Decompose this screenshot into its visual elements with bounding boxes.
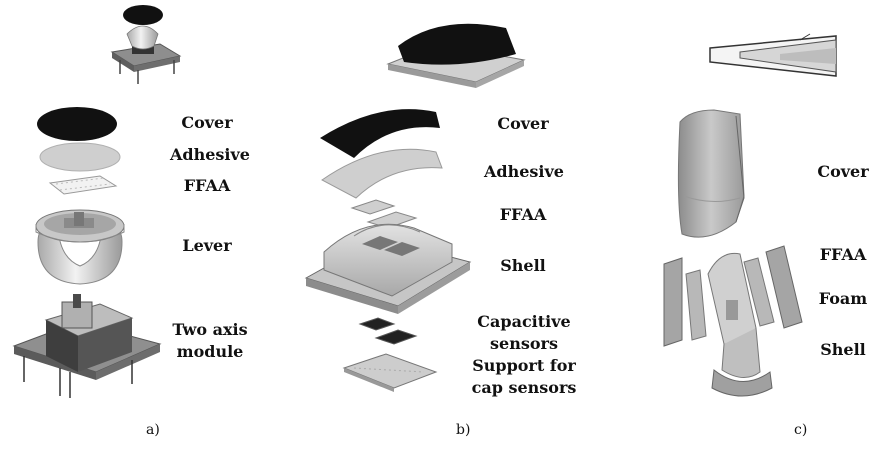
panel-b-label-cap-sensors: cap sensors xyxy=(471,378,577,397)
two-axis-module-part-a xyxy=(12,294,162,398)
panel-b-label-capacitive: Capacitive xyxy=(477,312,571,331)
adhesive-part-a xyxy=(39,142,121,172)
ffaa-part-a xyxy=(48,175,118,195)
shell-part-c xyxy=(707,252,773,397)
adhesive-part-b xyxy=(321,148,443,199)
capacitive-sensors-part-b xyxy=(358,317,418,345)
panel-b-drawing xyxy=(304,23,526,392)
panel-a-caption: a) xyxy=(146,422,160,438)
panel-b-label-adhesive: Adhesive xyxy=(484,162,564,181)
panel-b-label-ffaa: FFAA xyxy=(499,205,547,224)
panel-a-label-adhesive: Adhesive xyxy=(170,145,250,164)
foam-part-c xyxy=(685,257,775,341)
panel-c-label-foam: Foam xyxy=(818,289,868,308)
panel-a-label-lever: Lever xyxy=(182,236,232,255)
panel-c-label-shell: Shell xyxy=(820,340,866,359)
cross-section-view xyxy=(709,33,837,77)
panel-b-caption: b) xyxy=(456,422,471,438)
panel-a-label-ffaa: FFAA xyxy=(183,176,231,195)
cover-part-a xyxy=(37,107,117,141)
cover-part-c xyxy=(677,109,745,238)
panel-c-caption: c) xyxy=(794,422,808,438)
panel-c-label-ffaa: FFAA xyxy=(819,245,867,264)
panel-b-label-cover: Cover xyxy=(497,114,549,133)
shell-part-b xyxy=(304,223,472,314)
ffaa-part-c xyxy=(663,245,803,347)
support-part-b xyxy=(342,353,438,392)
panel-a-label-cover: Cover xyxy=(181,113,233,132)
panel-c-drawing xyxy=(663,33,837,397)
panel-b-label-sensors: sensors xyxy=(490,334,558,353)
cover-part-b xyxy=(320,109,440,158)
assembled-joystick-icon xyxy=(110,5,182,84)
lever-part-a xyxy=(35,209,125,285)
panel-b-label-shell: Shell xyxy=(500,256,546,275)
ffaa-part-b xyxy=(350,199,418,229)
panel-a-label-module: module xyxy=(176,342,244,361)
panel-c-label-cover: Cover xyxy=(817,162,869,181)
assembled-device-icon xyxy=(386,23,526,88)
panel-a-label-two-axis: Two axis xyxy=(172,320,248,339)
panel-b-label-support-for: Support for xyxy=(472,356,576,375)
panel-a-drawing xyxy=(12,5,182,398)
